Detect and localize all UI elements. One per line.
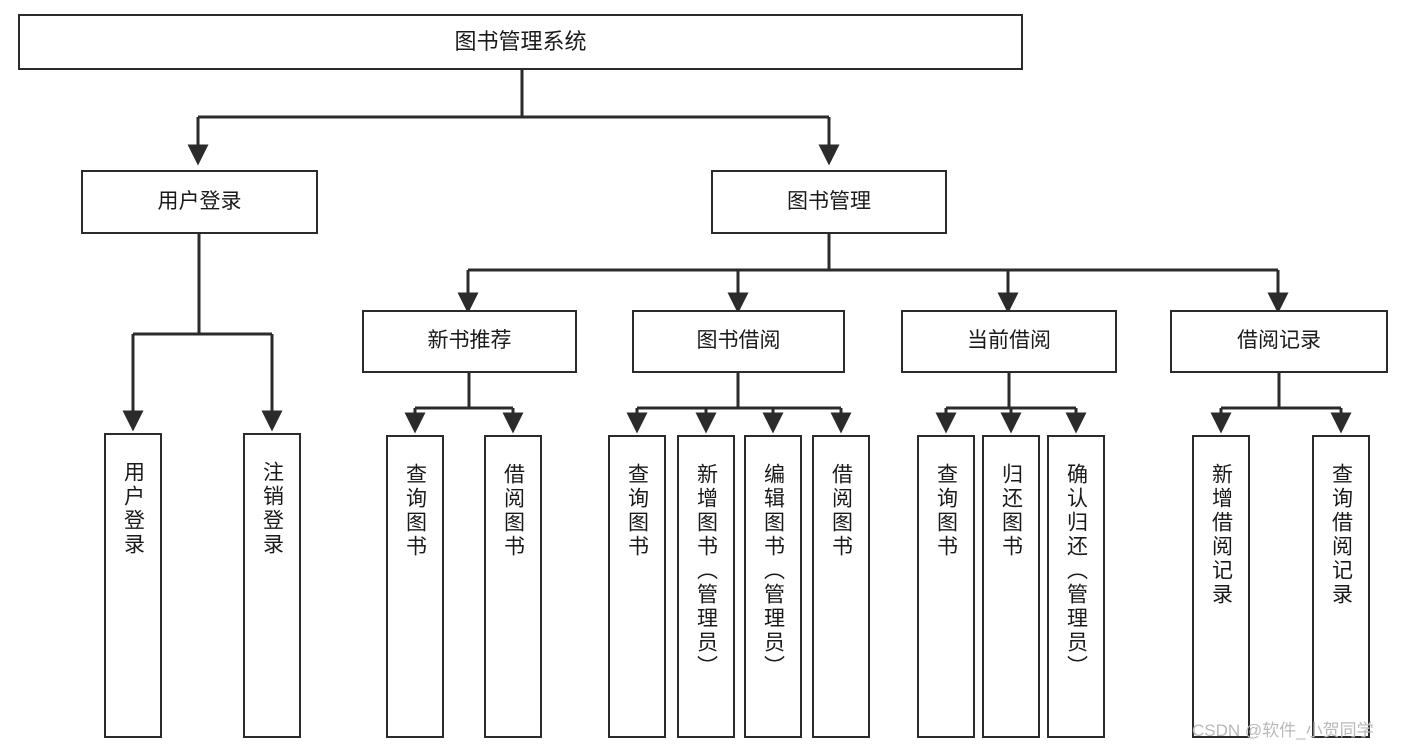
- leaf-borrow-borrow-book[interactable]: 借阅图书: [812, 435, 870, 738]
- node-book-borrow[interactable]: 图书借阅: [632, 310, 845, 373]
- node-label: 查询借阅记录: [1329, 463, 1353, 607]
- node-new-book-recommend[interactable]: 新书推荐: [362, 310, 577, 373]
- node-label: 查询图书: [403, 463, 427, 559]
- leaf-user-login-signin[interactable]: 用户登录: [104, 433, 162, 738]
- watermark-text: CSDN @软件_小贺同学: [1192, 721, 1374, 740]
- node-label: 归还图书: [999, 463, 1023, 559]
- node-label: 查询图书: [934, 463, 958, 559]
- node-label: 新书推荐: [427, 329, 512, 353]
- node-label: 用户登录: [121, 461, 145, 557]
- node-book-management[interactable]: 图书管理: [711, 170, 947, 234]
- leaf-current-query-book[interactable]: 查询图书: [917, 435, 975, 738]
- leaf-new-book-borrow[interactable]: 借阅图书: [484, 435, 542, 738]
- leaf-borrow-add-book-admin[interactable]: 新增图书（管理员）: [677, 435, 735, 738]
- node-label: 编辑图书（管理员）: [761, 463, 785, 679]
- node-label: 借阅图书: [829, 463, 853, 559]
- leaf-current-return-book[interactable]: 归还图书: [982, 435, 1040, 738]
- leaf-records-add-record[interactable]: 新增借阅记录: [1192, 435, 1250, 738]
- leaf-borrow-edit-book-admin[interactable]: 编辑图书（管理员）: [744, 435, 802, 738]
- leaf-records-query-record[interactable]: 查询借阅记录: [1312, 435, 1370, 738]
- node-label: 确认归还（管理员）: [1064, 463, 1088, 679]
- node-label: 借阅图书: [501, 463, 525, 559]
- leaf-borrow-query-book[interactable]: 查询图书: [608, 435, 666, 738]
- node-label: 注销登录: [260, 461, 284, 557]
- leaf-user-login-signout[interactable]: 注销登录: [243, 433, 301, 738]
- node-label: 当前借阅: [967, 329, 1051, 353]
- node-label: 图书管理系统: [454, 29, 587, 55]
- node-user-login[interactable]: 用户登录: [81, 170, 318, 234]
- node-label: 新增图书（管理员）: [694, 463, 718, 679]
- node-label: 新增借阅记录: [1209, 463, 1233, 607]
- node-current-borrow[interactable]: 当前借阅: [901, 310, 1117, 373]
- node-label: 图书管理: [787, 189, 871, 213]
- leaf-current-confirm-return-admin[interactable]: 确认归还（管理员）: [1047, 435, 1105, 738]
- node-borrow-records[interactable]: 借阅记录: [1170, 310, 1388, 373]
- leaf-new-book-query[interactable]: 查询图书: [386, 435, 444, 738]
- node-label: 借阅记录: [1237, 329, 1321, 353]
- node-label: 图书借阅: [696, 329, 781, 353]
- node-root-system[interactable]: 图书管理系统: [18, 14, 1023, 70]
- node-label: 用户登录: [157, 189, 242, 213]
- node-label: 查询图书: [625, 463, 649, 559]
